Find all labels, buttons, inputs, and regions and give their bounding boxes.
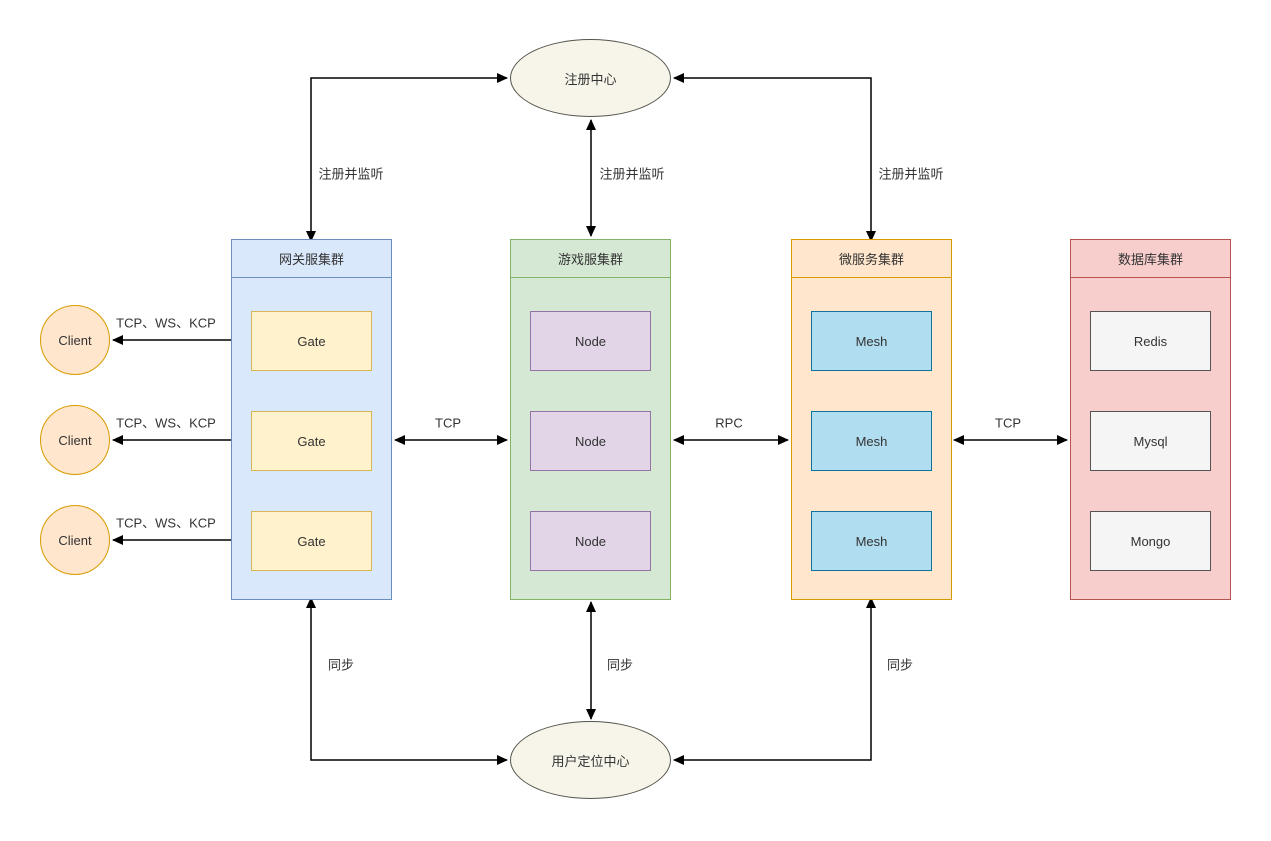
client-node-1: Client <box>40 305 110 375</box>
microservice-cluster: 微服务集群 Mesh Mesh Mesh <box>791 239 952 600</box>
edge-gateway-locator <box>306 597 508 765</box>
mesh-node-1: Mesh <box>811 311 932 371</box>
user-locator-center-label: 用户定位中心 <box>551 753 630 769</box>
microservice-cluster-title: 微服务集群 <box>792 240 951 278</box>
edge-label-sync-game: 同步 <box>606 657 634 673</box>
mongo-node: Mongo <box>1090 511 1211 571</box>
client-label: Client <box>58 332 92 348</box>
edge-gateway-registry <box>306 73 508 242</box>
node-node-2: Node <box>530 411 651 471</box>
edge-label-client-gate-1: TCP、WS、KCP <box>116 315 216 331</box>
game-cluster-title: 游戏服集群 <box>511 240 670 278</box>
redis-node: Redis <box>1090 311 1211 371</box>
mesh-node-3: Mesh <box>811 511 932 571</box>
gate-node-2: Gate <box>251 411 372 471</box>
edge-label-sync-micro: 同步 <box>886 657 914 673</box>
gateway-cluster: 网关服集群 Gate Gate Gate <box>231 239 392 600</box>
client-label: Client <box>58 532 92 548</box>
edge-label-sync-gateway: 同步 <box>327 657 355 673</box>
mysql-node: Mysql <box>1090 411 1211 471</box>
node-node-3: Node <box>530 511 651 571</box>
edge-label-client-gate-2: TCP、WS、KCP <box>116 415 216 431</box>
registry-center-node: 注册中心 <box>510 39 671 117</box>
gate-node-1: Gate <box>251 311 372 371</box>
client-label: Client <box>58 432 92 448</box>
edge-label-game-micro: RPC <box>715 415 743 431</box>
edge-label-client-gate-3: TCP、WS、KCP <box>116 515 216 531</box>
node-node-1: Node <box>530 311 651 371</box>
mesh-node-2: Mesh <box>811 411 932 471</box>
gate-node-3: Gate <box>251 511 372 571</box>
edge-label-register-micro: 注册并监听 <box>878 166 944 182</box>
gateway-cluster-title: 网关服集群 <box>232 240 391 278</box>
user-locator-center-node: 用户定位中心 <box>510 721 671 799</box>
client-node-3: Client <box>40 505 110 575</box>
game-cluster: 游戏服集群 Node Node Node <box>510 239 671 600</box>
edge-label-gateway-game: TCP <box>435 415 461 431</box>
edge-label-register-game: 注册并监听 <box>599 166 665 182</box>
database-cluster: 数据库集群 Redis Mysql Mongo <box>1070 239 1231 600</box>
edge-label-micro-db: TCP <box>995 415 1021 431</box>
database-cluster-title: 数据库集群 <box>1071 240 1230 278</box>
edge-micro-registry <box>673 73 876 242</box>
client-node-2: Client <box>40 405 110 475</box>
edge-label-register-gateway: 注册并监听 <box>318 166 384 182</box>
edge-micro-locator <box>673 597 876 765</box>
registry-center-label: 注册中心 <box>564 71 617 87</box>
